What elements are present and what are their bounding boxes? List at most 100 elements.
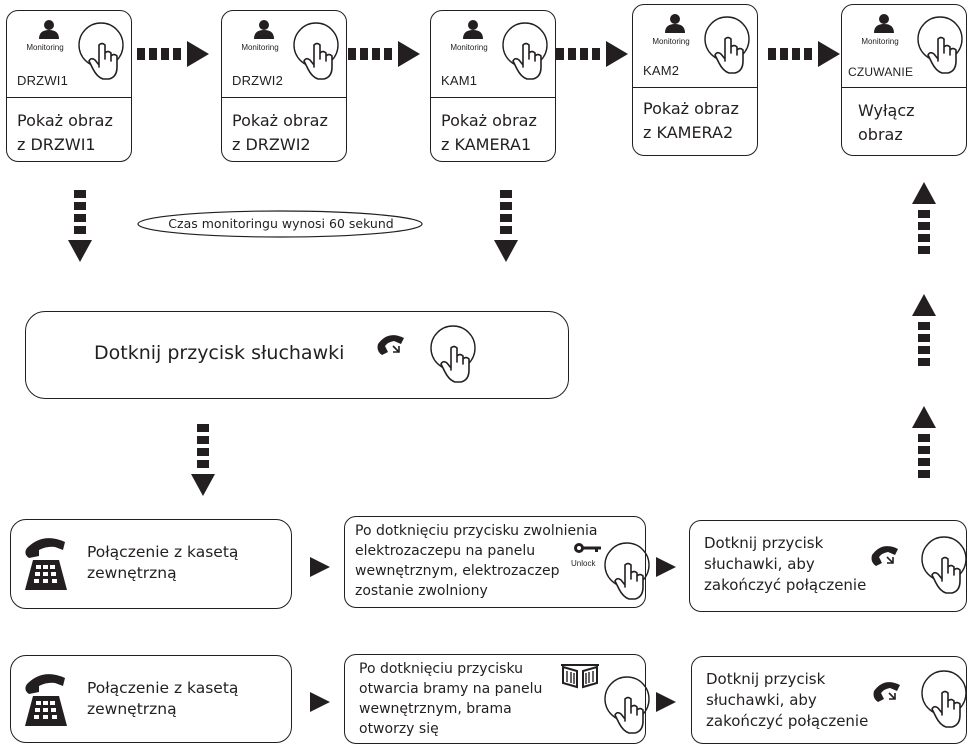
dashed-up-arrow xyxy=(912,294,936,366)
description-line: Pokaż obraz xyxy=(17,111,113,130)
monitor-description: Wyłącz obraz xyxy=(858,99,915,147)
description-line: Pokaż obraz xyxy=(643,99,739,118)
person-icon xyxy=(445,19,501,39)
external-call-box: Połączenie z kasetą zewnętrzną xyxy=(10,519,292,609)
description-line: Pokaż obraz xyxy=(232,111,328,130)
touch-hand-icon xyxy=(921,536,967,594)
monitor-screen: Monitoring DRZWI1 xyxy=(7,11,131,98)
text-line: elektrozaczepu na panelu xyxy=(355,543,536,559)
gate-open-text: Po dotknięciu przycisku otwarcia bramy n… xyxy=(359,659,542,739)
text-line: Po dotknięciu przycisku xyxy=(359,661,524,677)
touch-hand-icon xyxy=(604,542,650,600)
touch-hand-icon xyxy=(604,676,650,734)
monitoring-label: Monitoring xyxy=(652,37,690,46)
dashed-down-arrow xyxy=(191,424,215,496)
text-line: otworzy się xyxy=(359,721,439,737)
description-line: Wyłącz xyxy=(858,101,915,120)
dashed-right-arrow xyxy=(348,41,420,67)
unlock-box: Po dotknięciu przycisku zwolnienia elekt… xyxy=(344,516,650,608)
dashed-up-arrow xyxy=(912,182,936,254)
touch-hand-icon xyxy=(430,325,476,383)
device-label: KAM1 xyxy=(441,73,478,88)
touch-hand-icon xyxy=(704,16,750,74)
right-triangle-arrow xyxy=(310,692,330,712)
monitoring-label: Monitoring xyxy=(26,43,64,52)
text-line: Po dotknięciu przycisku zwolnienia xyxy=(355,523,598,539)
description-line: z DRZWI1 xyxy=(17,135,96,154)
telephone-icon xyxy=(25,674,67,726)
dashed-down-arrow xyxy=(494,190,518,262)
text-line: zewnętrzną xyxy=(87,700,177,718)
right-triangle-arrow xyxy=(310,557,330,577)
monitor-description: Pokaż obraz z DRZWI1 xyxy=(17,109,113,157)
end-call-text: Dotknij przycisk słuchawki, aby zakończy… xyxy=(706,669,868,732)
end-call-box: Dotknij przycisk słuchawki, aby zakończy… xyxy=(689,520,967,612)
monitor-box-drzwi2: Monitoring DRZWI2 Pokaż obraz z DRZWI2 xyxy=(221,10,347,162)
handset-instruction-box: Dotknij przycisk słuchawki xyxy=(25,311,569,399)
text-line: wewnętrznym, elektrozaczep xyxy=(355,563,560,579)
text-line: Dotknij przycisk xyxy=(704,534,824,552)
device-label: DRZWI1 xyxy=(17,73,69,88)
gate-icon xyxy=(561,664,599,689)
dashed-up-arrow xyxy=(912,406,936,478)
text-line: otwarcia bramy na panelu xyxy=(359,681,543,697)
person-icon xyxy=(856,13,912,33)
text-line: zostanie zwolniony xyxy=(355,583,488,599)
text-line: słuchawki, aby xyxy=(704,555,815,573)
touch-hand-icon xyxy=(502,22,548,80)
right-triangle-arrow xyxy=(656,557,676,577)
text-line: zewnętrzną xyxy=(87,564,177,582)
dashed-down-arrow xyxy=(68,190,92,262)
description-line: Pokaż obraz xyxy=(441,111,537,130)
monitor-description: Pokaż obraz z DRZWI2 xyxy=(232,109,328,157)
monitor-screen: Monitoring KAM2 xyxy=(633,5,757,88)
device-label: CZUWANIE xyxy=(848,65,914,79)
monitoring-time-label: Czas monitoringu wynosi 60 sekund xyxy=(168,216,394,231)
monitor-box-drzwi1: Monitoring DRZWI1 Pokaż obraz z DRZWI1 xyxy=(6,10,132,162)
monitoring-time-ellipse xyxy=(137,210,423,238)
end-call-box: Dotknij przycisk słuchawki, aby zakończy… xyxy=(691,656,967,744)
monitor-box-kam1: Monitoring KAM1 Pokaż obraz z KAMERA1 xyxy=(430,10,556,162)
person-icon xyxy=(21,19,77,39)
text-line: słuchawki, aby xyxy=(706,691,817,709)
handset-icon xyxy=(870,545,899,567)
device-label: KAM2 xyxy=(643,63,680,78)
unlock-text: Po dotknięciu przycisku zwolnienia elekt… xyxy=(355,521,597,601)
monitor-box-czuwanie: Monitoring CZUWANIE Wyłącz obraz xyxy=(841,4,967,156)
unlock-label: Unlock xyxy=(571,559,596,568)
person-icon xyxy=(647,13,703,33)
text-line: Dotknij przycisk xyxy=(706,670,826,688)
text-line: zakończyć połączenie xyxy=(706,712,869,730)
right-triangle-arrow xyxy=(656,692,676,712)
person-icon xyxy=(236,19,292,39)
text-line: wewnętrznym, brama xyxy=(359,701,512,717)
dashed-right-arrow xyxy=(137,41,209,67)
monitoring-label: Monitoring xyxy=(450,43,488,52)
external-call-box: Połączenie z kasetą zewnętrzną xyxy=(10,655,292,743)
monitor-screen: Monitoring KAM1 xyxy=(431,11,555,98)
dashed-right-arrow xyxy=(556,41,628,67)
monitor-description: Pokaż obraz z KAMERA1 xyxy=(441,109,537,157)
key-icon xyxy=(574,543,601,553)
text-line: zakończyć połączenie xyxy=(704,576,867,594)
touch-hand-icon xyxy=(293,22,339,80)
description-line: z DRZWI2 xyxy=(232,135,311,154)
description-line: z KAMERA2 xyxy=(643,123,734,142)
external-call-text: Połączenie z kasetą zewnętrzną xyxy=(87,542,238,584)
text-line: Połączenie z kasetą xyxy=(87,543,239,561)
touch-hand-icon xyxy=(78,22,124,80)
touch-hand-icon xyxy=(917,16,963,74)
monitoring-label: Monitoring xyxy=(241,43,279,52)
telephone-icon xyxy=(25,538,67,590)
monitor-box-kam2: Monitoring KAM2 Pokaż obraz z KAMERA2 xyxy=(632,4,758,156)
handset-instruction-text: Dotknij przycisk słuchawki xyxy=(94,342,345,364)
description-line: z KAMERA1 xyxy=(441,135,532,154)
external-call-text: Połączenie z kasetą zewnętrzną xyxy=(87,678,238,720)
handset-icon xyxy=(376,334,405,356)
monitor-description: Pokaż obraz z KAMERA2 xyxy=(643,97,739,145)
touch-hand-icon xyxy=(921,670,967,728)
handset-icon xyxy=(872,681,901,703)
monitor-screen: Monitoring CZUWANIE xyxy=(842,5,966,88)
monitor-screen: Monitoring DRZWI2 xyxy=(222,11,346,98)
description-line: obraz xyxy=(858,125,903,144)
